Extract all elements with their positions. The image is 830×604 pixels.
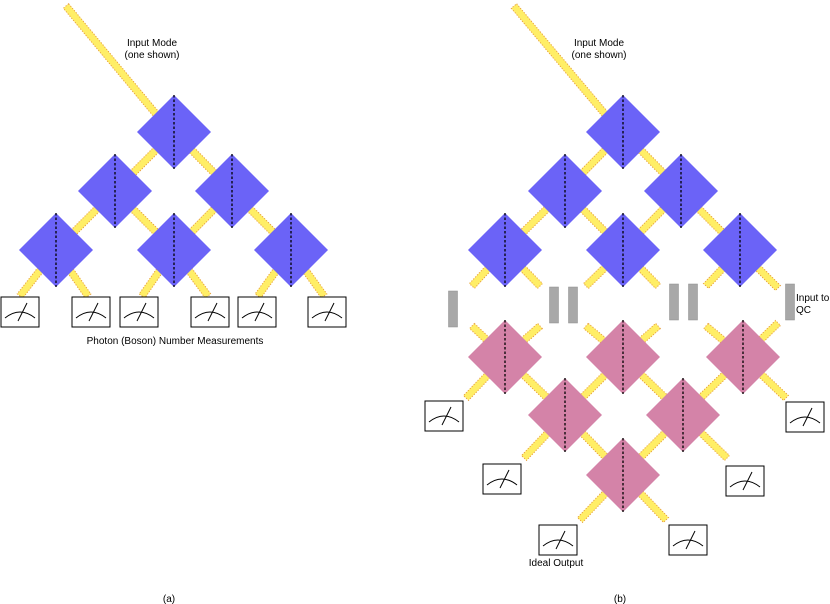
phase-block <box>549 286 559 324</box>
panel-b-input-label-line1: Input Mode <box>574 38 624 49</box>
beam-splitter-a-r2-c1 <box>137 213 211 287</box>
meter-needle <box>742 471 753 491</box>
detector-meter-icon <box>190 296 230 328</box>
meter-needle <box>88 302 99 322</box>
panel-a-input-label-line1: Input Mode <box>127 38 177 49</box>
beam-splitter-a-r1-c1 <box>195 154 269 228</box>
meter-needle <box>441 406 452 426</box>
beam-splitter-b-inverse-r0-c0 <box>468 320 542 394</box>
phase-block <box>448 290 458 328</box>
panel-b-ideal-output: Ideal Output <box>529 558 584 569</box>
meter-needle <box>802 407 813 427</box>
beam-splitter-b-forward-r1-c1 <box>644 154 718 228</box>
meter-scale <box>729 480 761 488</box>
meter-needle <box>555 530 566 550</box>
phase-block <box>785 283 795 321</box>
detector-meter-icon <box>785 401 825 433</box>
beam-splitter-a-r1-c0 <box>78 154 152 228</box>
detector-meter-icon <box>538 524 578 556</box>
meter-frame <box>0 296 40 328</box>
meter-frame <box>725 465 765 497</box>
meter-needle <box>136 302 147 322</box>
meter-needle <box>207 302 218 322</box>
beam-splitter-b-forward-r2-c0 <box>468 213 542 287</box>
meter-scale <box>75 311 107 319</box>
beam-splitter-a-r0-c0 <box>137 95 211 169</box>
beam-splitter-layer <box>19 95 780 512</box>
meter-scale <box>486 478 518 486</box>
beam-splitter-b-inverse-r0-c1 <box>586 320 660 394</box>
meter-scale <box>4 311 36 319</box>
beam-splitter-b-inverse-r1-c1 <box>646 378 720 452</box>
phase-block <box>669 283 679 321</box>
beam-splitter-b-forward-r2-c1 <box>586 213 660 287</box>
meter-scale <box>241 311 273 319</box>
phase-block-layer <box>448 283 795 328</box>
meter-scale <box>311 311 343 319</box>
detector-meter-icon <box>725 465 765 497</box>
detector-layer <box>0 296 825 556</box>
beam-splitter-b-inverse-r0-c2 <box>706 320 780 394</box>
detector-meter-icon <box>71 296 111 328</box>
meter-needle <box>17 302 28 322</box>
beam-splitter-b-forward-r2-c2 <box>703 213 777 287</box>
panel-b-input-label-line2: (one shown) <box>571 50 626 61</box>
meter-frame <box>538 524 578 556</box>
beam-splitter-b-forward-r1-c0 <box>528 154 602 228</box>
detector-meter-icon <box>668 524 708 556</box>
phase-block <box>568 286 578 324</box>
meter-needle <box>254 302 265 322</box>
panel-a-input-label-line2: (one shown) <box>124 50 179 61</box>
beam-splitter-b-inverse-r1-c0 <box>528 378 602 452</box>
detector-meter-icon <box>424 400 464 432</box>
panel-b-caption: (b) <box>614 594 626 604</box>
panel-b-input-qc-line2: QC <box>796 305 811 316</box>
panel-b-input-qc-line1: Input to <box>796 293 830 304</box>
meter-needle <box>499 469 510 489</box>
fiber-layer <box>16 3 790 524</box>
beam-splitter-a-r2-c2 <box>254 213 328 287</box>
beam-splitter-b-inverse-r2-c0 <box>586 438 660 512</box>
meter-scale <box>428 415 460 423</box>
phase-block <box>688 283 698 321</box>
detector-meter-icon <box>482 463 522 495</box>
input-mode-fiber <box>62 3 160 117</box>
beam-splitter-a-r2-c0 <box>19 213 93 287</box>
meter-needle <box>324 302 335 322</box>
detector-meter-icon <box>237 296 277 328</box>
beam-splitter-b-forward-r0-c0 <box>586 95 660 169</box>
meter-scale <box>123 311 155 319</box>
detector-meter-icon <box>0 296 40 328</box>
meter-scale <box>194 311 226 319</box>
input-mode-fiber-b <box>510 3 609 117</box>
panel-a-measurement-label: Photon (Boson) Number Measurements <box>87 336 264 347</box>
meter-scale <box>672 539 704 547</box>
panel-a-caption: (a) <box>163 594 175 604</box>
meter-scale <box>789 416 821 424</box>
meter-needle <box>685 530 696 550</box>
detector-meter-icon <box>307 296 347 328</box>
detector-meter-icon <box>119 296 159 328</box>
meter-scale <box>542 539 574 547</box>
